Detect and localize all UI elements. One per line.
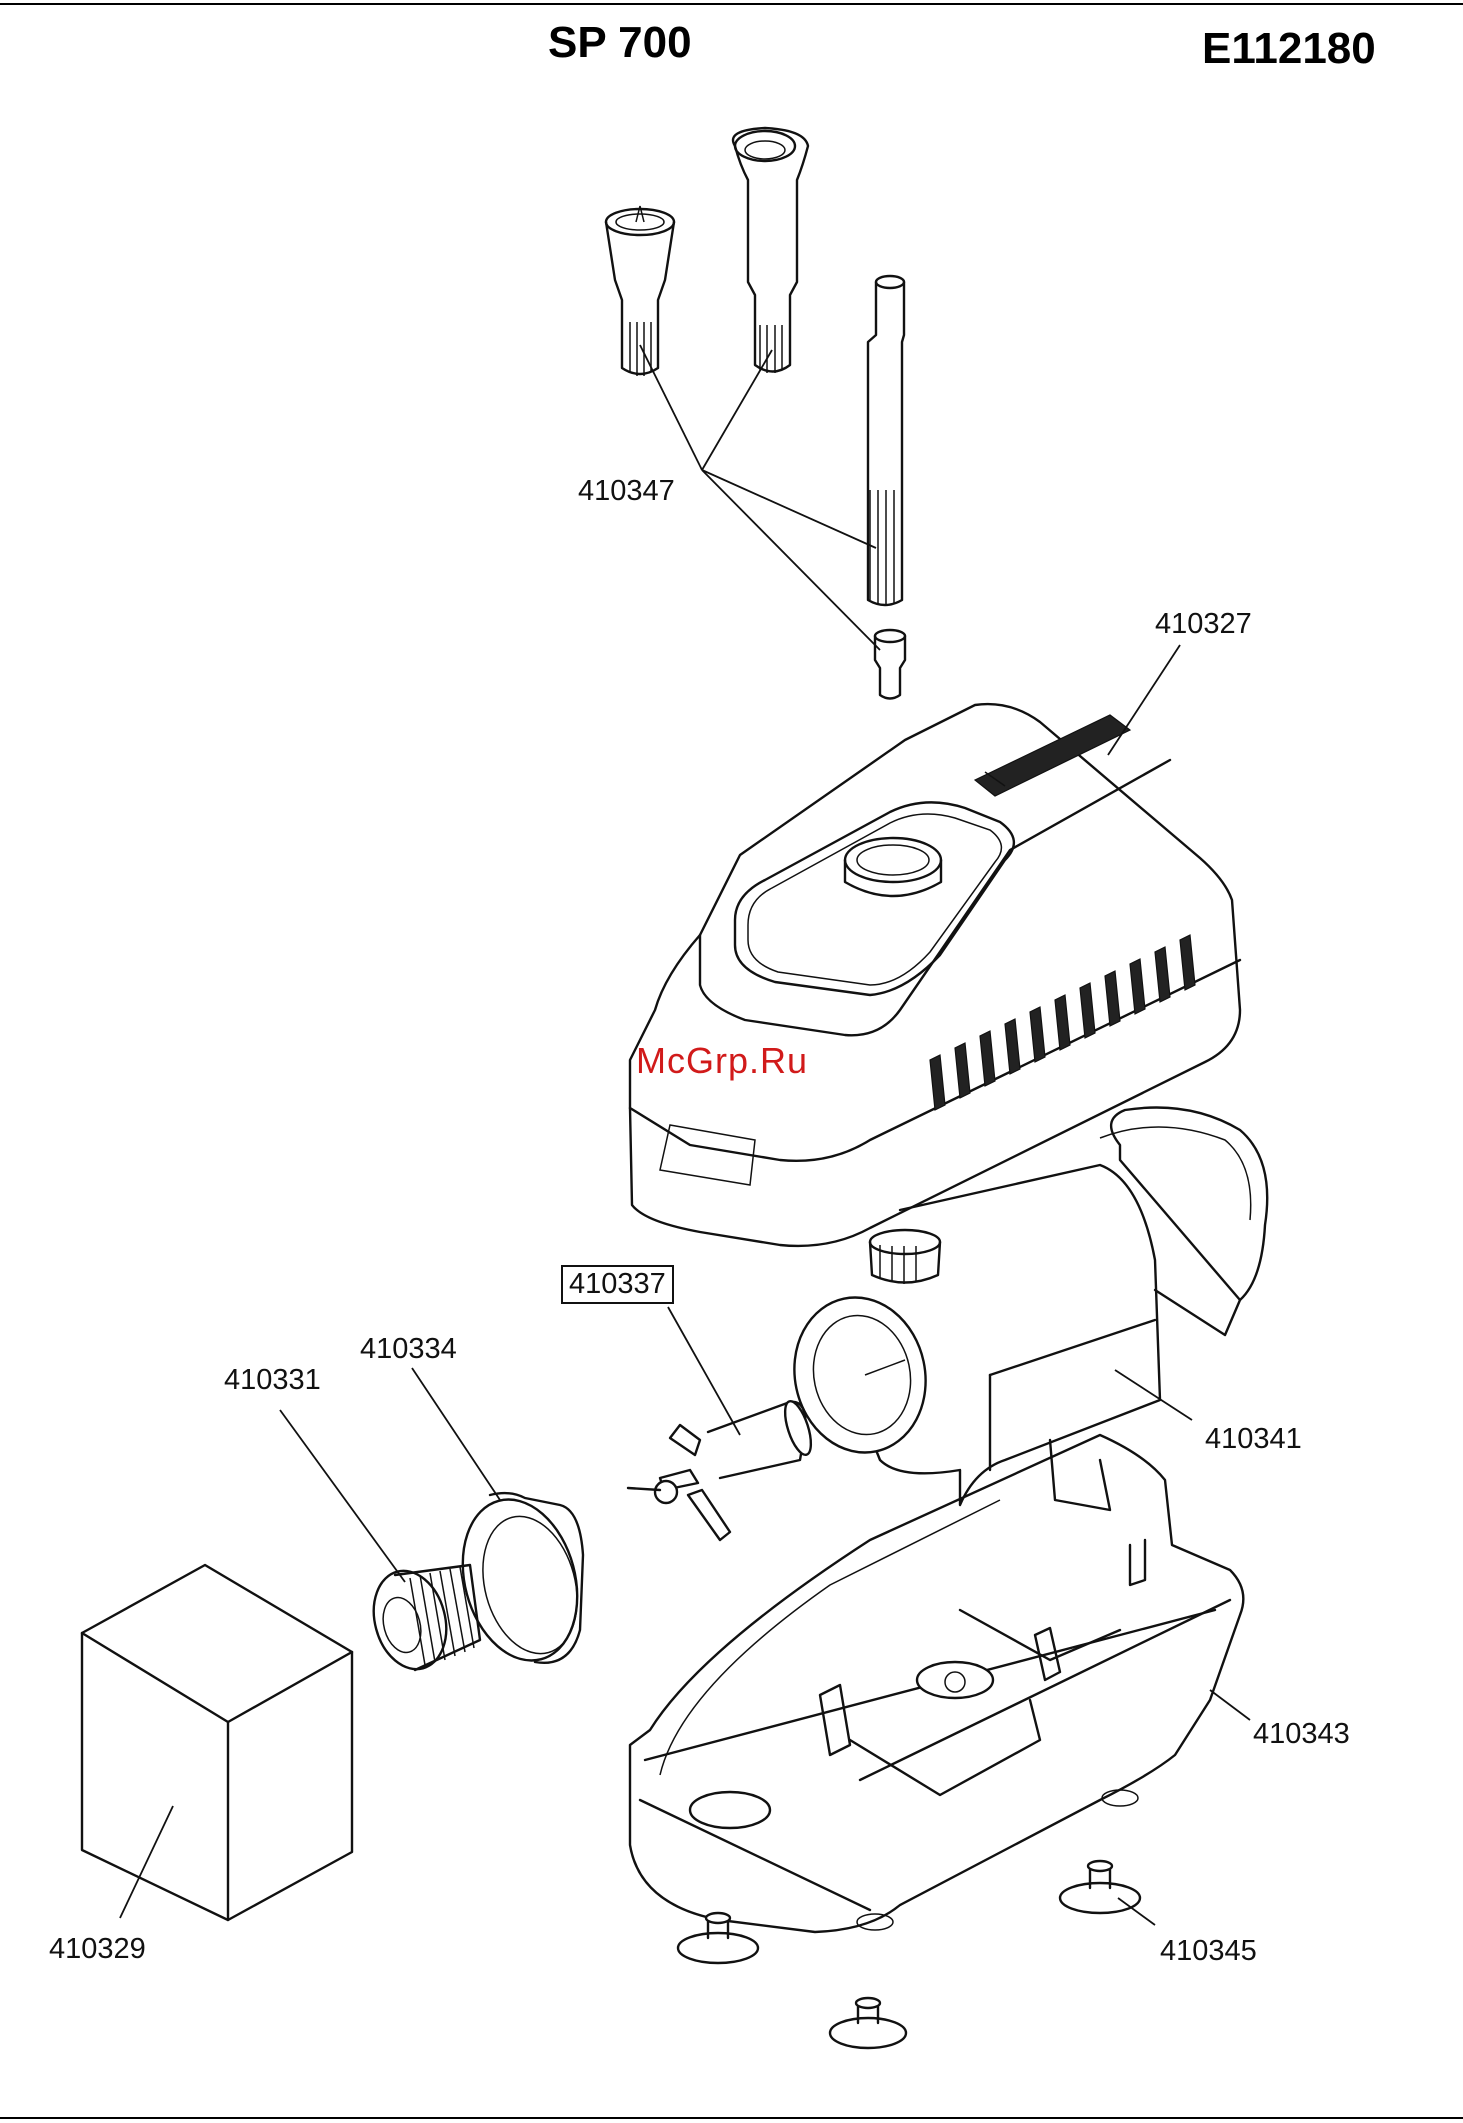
part-label-410331: 410331 [224, 1366, 321, 1395]
extension-tube [868, 276, 904, 606]
filter-sponge [82, 1565, 352, 1920]
part-label-410329: 410329 [49, 1935, 146, 1964]
part-label-410334: 410334 [360, 1335, 457, 1364]
part-label-410327: 410327 [1155, 610, 1252, 639]
part-label-410337: 410337 [561, 1265, 674, 1304]
nozzle-bell [733, 128, 808, 373]
impeller [628, 1307, 816, 1540]
cover-vents-side [930, 935, 1195, 1110]
part-label-410347: 410347 [578, 477, 675, 506]
adapter-piece [875, 630, 905, 699]
suction-cup-3 [1060, 1861, 1155, 1925]
outlet-connector [280, 1368, 594, 1677]
pump-base [630, 1435, 1250, 1932]
watermark: McGrp.Ru [636, 1040, 808, 1082]
cover-vents-top [975, 715, 1130, 796]
nozzle-small [606, 206, 674, 376]
nozzle-leader-lines [640, 345, 880, 650]
part-label-410343: 410343 [1253, 1720, 1350, 1749]
part-label-410341: 410341 [1205, 1425, 1302, 1454]
pump-housing [780, 1108, 1267, 1506]
suction-cup-2 [830, 1998, 906, 2048]
suction-cup-1 [678, 1913, 758, 1963]
pump-cover [630, 645, 1240, 1246]
part-label-410345: 410345 [1160, 1937, 1257, 1966]
